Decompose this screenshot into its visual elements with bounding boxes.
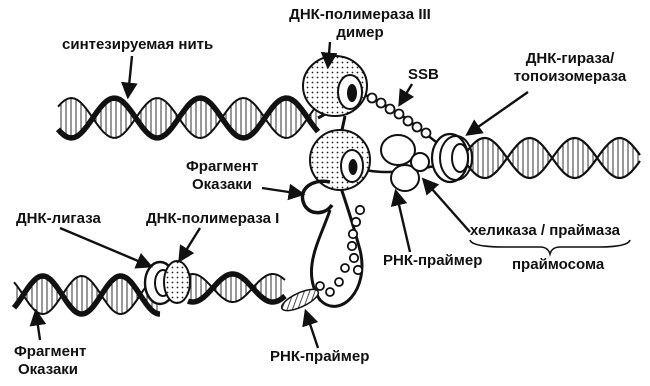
label-ssb: SSB bbox=[408, 66, 439, 83]
arrow-gyrase bbox=[468, 92, 528, 134]
arrow-helicase bbox=[424, 180, 470, 232]
arrow-pol1 bbox=[180, 228, 200, 260]
ssb-bead bbox=[335, 278, 343, 286]
dna-polymerase-i bbox=[164, 261, 190, 303]
ssb-bead bbox=[395, 110, 404, 119]
label-dna-gyrase: ДНК-гираза/ bbox=[505, 50, 635, 67]
label-okazaki-fragment-lower-2: Оказаки bbox=[18, 361, 78, 378]
label-primosome: праймосома bbox=[512, 256, 604, 273]
label-topoisomerase: топоизомераза bbox=[505, 68, 635, 85]
label-rna-primer-upper: РНК-праймер bbox=[383, 252, 482, 269]
ssb-bead bbox=[413, 123, 422, 132]
dna-gyrase-topoisomerase bbox=[432, 134, 472, 182]
ssb-bead bbox=[368, 94, 377, 103]
label-okazaki-fragment-upper: Фрагмент bbox=[186, 158, 258, 175]
label-dna-polymerase-iii: ДНК-полимераза III bbox=[285, 6, 435, 23]
ssb-bead bbox=[404, 117, 413, 126]
arrow-rna-primer-lower bbox=[306, 312, 318, 348]
ssb-bead bbox=[386, 105, 395, 114]
rna-primer-lower-segment bbox=[279, 285, 321, 315]
ssb-chain-upper bbox=[368, 94, 431, 138]
polymerase-dimer-link bbox=[342, 116, 345, 130]
label-synthesized-strand: синтезируемая нить bbox=[62, 36, 213, 53]
label-okazaki-fragment-upper-2: Оказаки bbox=[192, 176, 252, 193]
lagging-strand-helix-base-pairs bbox=[17, 276, 157, 314]
ssb-bead bbox=[341, 264, 349, 272]
ssb-bead bbox=[352, 218, 360, 226]
ssb-bead bbox=[377, 99, 386, 108]
arrow-synthesized-strand bbox=[128, 56, 132, 96]
arrow-okazaki-upper bbox=[262, 188, 302, 194]
ssb-bead bbox=[316, 282, 324, 290]
label-helicase-primase: хеликаза / праймаза bbox=[470, 222, 620, 239]
ssb-bead bbox=[348, 242, 356, 250]
label-dna-ligase: ДНК-лигаза bbox=[16, 210, 101, 227]
ssb-bead bbox=[422, 129, 431, 138]
arrow-okazaki-lower bbox=[36, 312, 40, 340]
leading-strand-helix-strand-a bbox=[58, 98, 318, 138]
label-okazaki-fragment-lower: Фрагмент bbox=[14, 343, 86, 360]
arrow-ssb bbox=[400, 84, 412, 104]
parental-dna-helix bbox=[465, 138, 640, 178]
label-rna-primer-lower: РНК-праймер bbox=[270, 348, 369, 365]
ssb-bead bbox=[326, 288, 334, 296]
label-dna-polymerase-i: ДНК-полимераза I bbox=[146, 210, 279, 227]
dna-polymerase-iii-upper bbox=[303, 56, 367, 116]
ssb-chain-loop bbox=[316, 264, 349, 296]
lagging-strand-helix bbox=[14, 276, 160, 314]
parental-dna-helix-strand-a bbox=[465, 138, 640, 178]
helicase-primase-brace bbox=[470, 240, 630, 254]
lagging-strand-helix-right bbox=[188, 274, 285, 302]
helicase-primase-complex bbox=[381, 135, 429, 191]
ssb-bead bbox=[349, 230, 357, 238]
label-dimer: димер bbox=[285, 24, 435, 41]
ssb-bead bbox=[356, 206, 364, 214]
ssb-bead bbox=[350, 254, 358, 262]
arrow-ligase bbox=[60, 228, 150, 266]
leading-strand-helix bbox=[58, 98, 318, 138]
arrow-rna-primer-upper bbox=[396, 192, 410, 252]
ssb-bead bbox=[354, 266, 362, 274]
